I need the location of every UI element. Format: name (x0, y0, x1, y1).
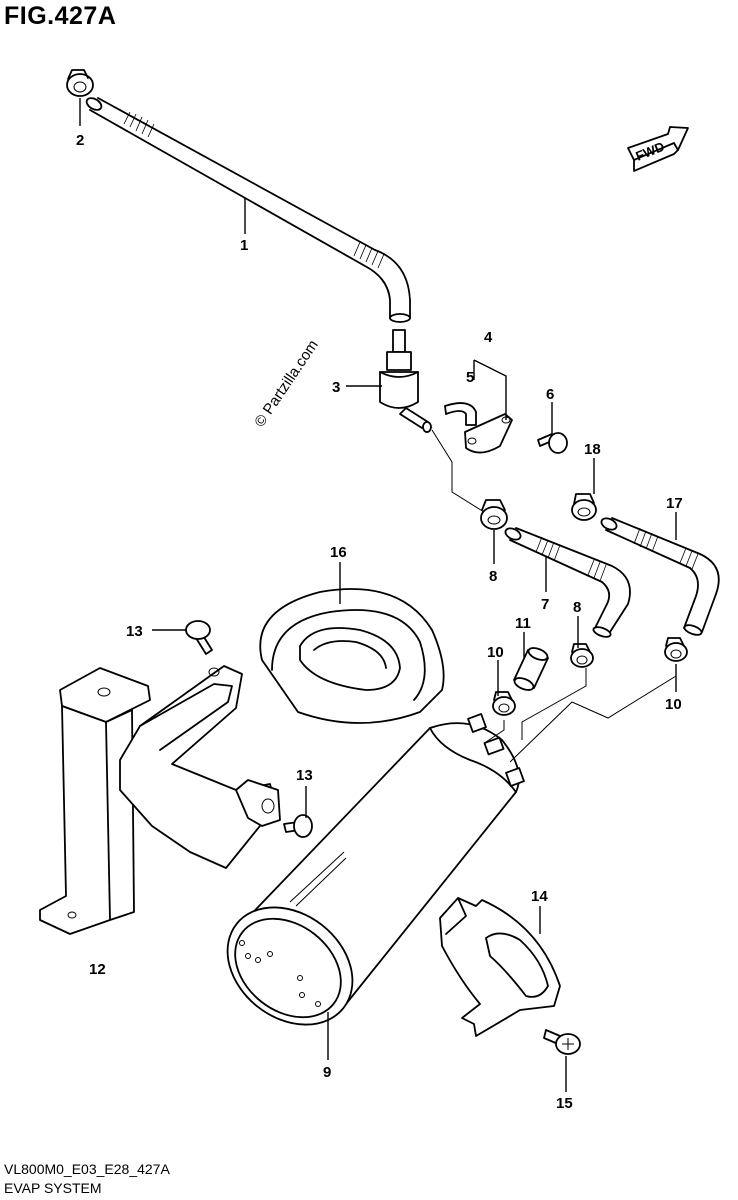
callout-4: 4 (484, 329, 493, 346)
callout-10b: 10 (665, 696, 682, 713)
hose-part-11 (513, 647, 549, 691)
hose-part-1 (85, 97, 411, 323)
watermark: © Partzilla.com (251, 337, 322, 430)
callout-labels: 1 2 3 4 5 6 7 8 8 9 10 10 11 12 13 13 14… (76, 132, 683, 1112)
hose-clamp-part-8-upper (480, 499, 508, 530)
diagram-code: VL800M0_E03_E28_427A (4, 1161, 170, 1177)
hose-clamp-part-2 (66, 69, 94, 97)
bolt-part-13-lower (283, 814, 313, 838)
callout-2: 2 (76, 132, 84, 149)
bolt-part-6 (537, 432, 568, 454)
callout-17: 17 (666, 495, 683, 512)
hose-part-7 (504, 527, 631, 638)
canister-bracket-part-12 (39, 665, 281, 935)
canister-cover-part-16 (259, 588, 445, 724)
canister-holder-part-14 (439, 897, 561, 1037)
hose-clamp-part-8-lower (570, 643, 594, 668)
hose-clamp-part-18 (571, 493, 597, 521)
fwd-arrow-icon: FWD (627, 126, 689, 172)
leader-lines (79, 98, 677, 1092)
callout-12: 12 (89, 961, 106, 978)
callout-10a: 10 (487, 644, 504, 661)
canister-part-9 (226, 713, 525, 1026)
callout-14: 14 (531, 888, 548, 905)
callout-9: 9 (323, 1064, 331, 1081)
hose-part-17 (600, 517, 720, 636)
callout-16: 16 (330, 544, 347, 561)
screw-part-15 (543, 1029, 581, 1055)
callout-13b: 13 (296, 767, 313, 784)
callout-8a: 8 (489, 568, 497, 585)
callout-11: 11 (515, 615, 531, 632)
callout-13a: 13 (126, 623, 143, 640)
callout-8b: 8 (573, 599, 581, 616)
callout-15: 15 (556, 1095, 573, 1112)
valve-part-3 (379, 329, 432, 433)
bolt-part-13-upper (185, 620, 213, 655)
figure-title: FIG.427A (4, 2, 117, 30)
diagram-caption: EVAP SYSTEM (4, 1180, 102, 1196)
bracket-part-5 (444, 402, 513, 454)
callout-3: 3 (332, 379, 340, 396)
hose-clamp-part-10-left (492, 691, 516, 716)
callout-6: 6 (546, 386, 554, 403)
callout-1: 1 (240, 237, 248, 254)
callout-18: 18 (584, 441, 601, 458)
callout-5: 5 (466, 369, 474, 386)
hose-clamp-part-10-right (664, 637, 688, 662)
callout-7: 7 (541, 596, 549, 613)
